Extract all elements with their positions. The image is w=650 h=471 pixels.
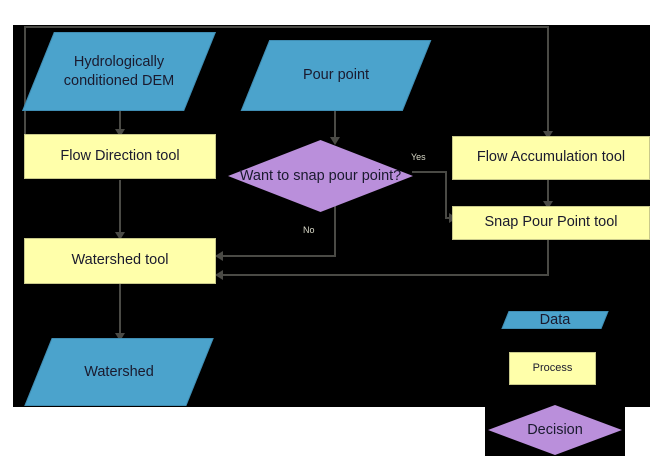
legend-process-label: Process <box>532 361 573 374</box>
node-flow-direction-tool[interactable]: Flow Direction tool <box>24 134 216 179</box>
connector-top-rail-to-flow-accumulation <box>547 26 549 134</box>
node-watershed-tool[interactable]: Watershed tool <box>24 238 216 284</box>
pour-point-label: Pour point <box>302 67 370 84</box>
arrowhead-watershed-tool-to-output <box>115 333 125 341</box>
connector-flow-direction-to-watershed-tool <box>119 180 121 236</box>
legend-decision-label: Decision <box>527 421 583 438</box>
arrowhead-flow-direction-to-watershed-tool <box>115 232 125 240</box>
legend-data-label: Data <box>539 311 571 328</box>
node-watershed-output[interactable]: Watershed <box>24 338 214 406</box>
node-snap-pour-point-tool[interactable]: Snap Pour Point tool <box>452 206 650 240</box>
connector-left-rail-vertical <box>24 26 26 152</box>
decision-label: Want to snap pour point? <box>239 167 402 184</box>
watershed-output-label: Watershed <box>84 363 154 380</box>
flow-accumulation-tool-label: Flow Accumulation tool <box>476 149 626 166</box>
connector-no-vertical <box>334 200 336 256</box>
node-flow-accumulation-tool[interactable]: Flow Accumulation tool <box>452 136 650 180</box>
connector-yes-vertical <box>445 171 447 218</box>
node-decision-want-to-snap-pour-point[interactable]: Want to snap pour point? <box>228 140 413 212</box>
dem-label: Hydrologically conditioned DEM <box>63 53 175 89</box>
connector-no-horizontal <box>222 255 336 257</box>
arrowhead-no-to-watershed-tool <box>215 251 223 261</box>
arrowhead-pour-point-to-decision <box>330 137 340 145</box>
connector-flow-accumulation-to-snap <box>547 180 549 204</box>
node-hydrologically-conditioned-dem[interactable]: Hydrologically conditioned DEM <box>22 32 216 111</box>
connector-snap-to-watershed-tool-vertical <box>547 240 549 276</box>
connector-snap-to-watershed-tool-horizontal <box>222 274 549 276</box>
connector-watershed-tool-to-output <box>119 284 121 336</box>
arrowhead-snap-to-watershed-tool <box>215 270 223 280</box>
legend-item-decision: Decision <box>488 405 622 455</box>
snap-pour-point-tool-label: Snap Pour Point tool <box>484 214 618 231</box>
legend-item-data: Data <box>501 311 609 329</box>
connector-yes-into-snap <box>445 217 452 219</box>
arrowhead-flow-accumulation-to-snap <box>543 201 553 209</box>
connector-yes-horizontal <box>412 171 447 173</box>
arrowhead-to-flow-accumulation <box>543 131 553 139</box>
connector-pour-point-to-decision <box>334 110 336 140</box>
connector-top-rail-horizontal <box>24 26 548 28</box>
legend-item-process: Process <box>509 352 596 385</box>
connector-dem-to-flow-direction <box>119 110 121 132</box>
node-pour-point[interactable]: Pour point <box>240 40 432 111</box>
branch-label-no: No <box>303 225 315 235</box>
arrowhead-dem-to-flow-direction <box>115 129 125 137</box>
watershed-tool-label: Watershed tool <box>71 252 169 269</box>
flow-direction-tool-label: Flow Direction tool <box>60 147 180 164</box>
branch-label-yes: Yes <box>411 152 426 162</box>
